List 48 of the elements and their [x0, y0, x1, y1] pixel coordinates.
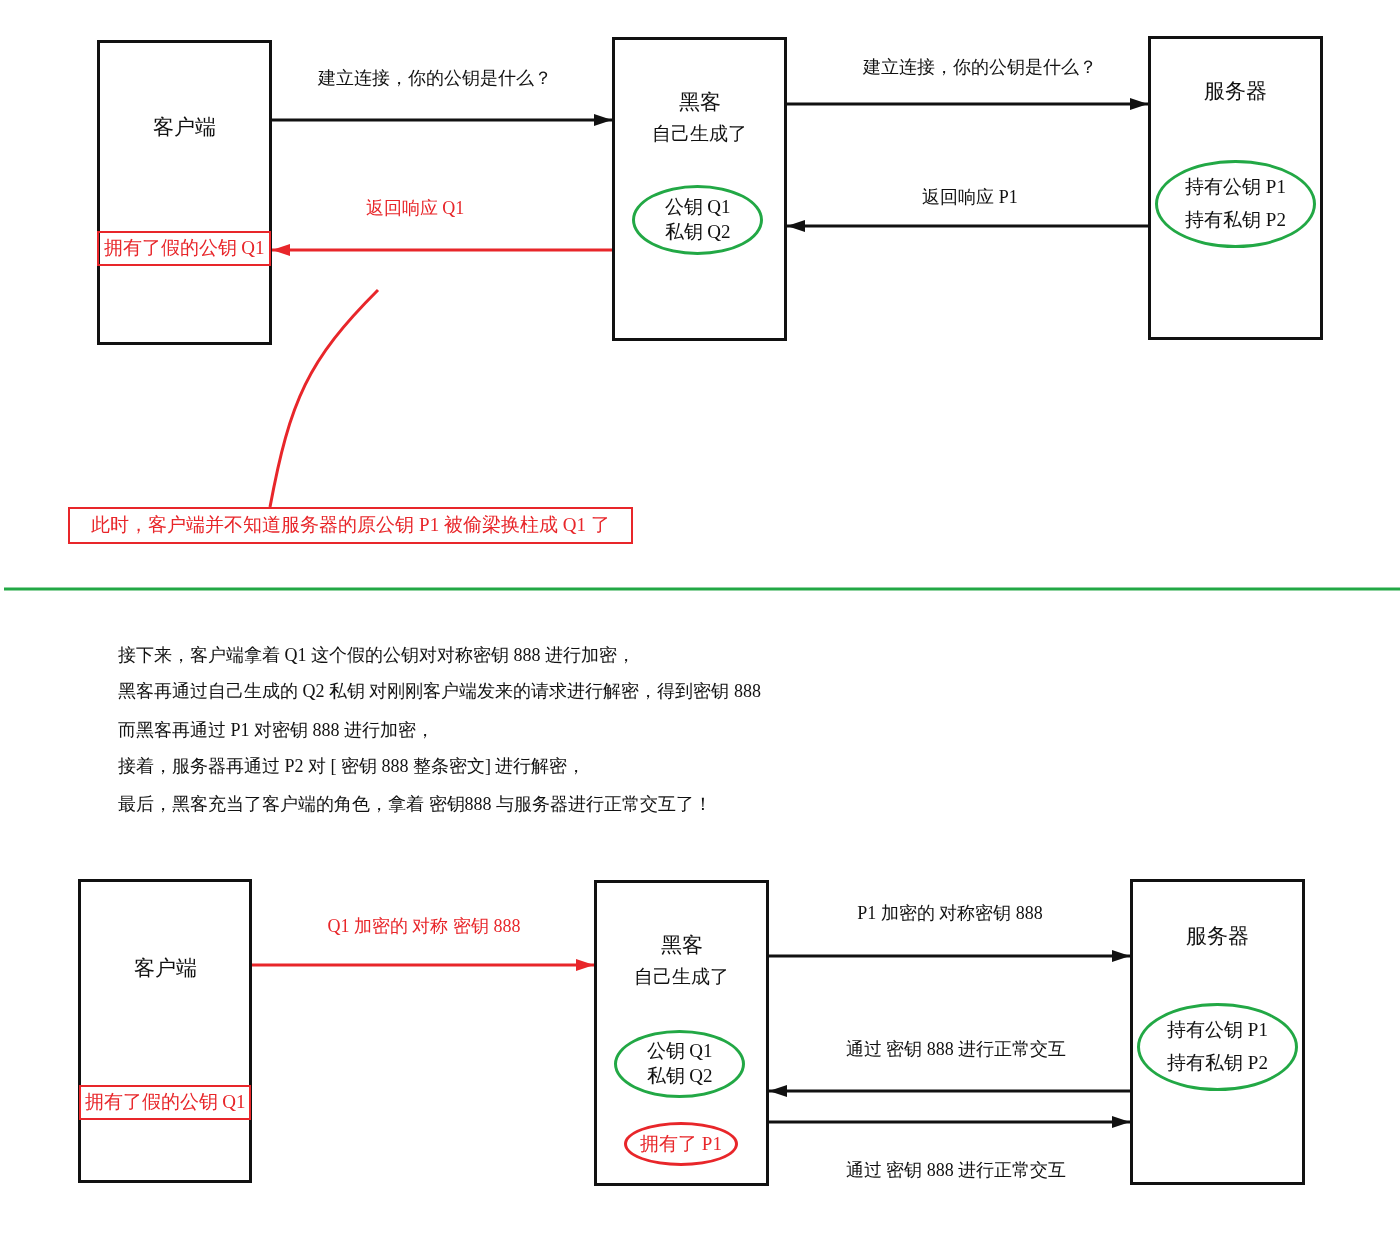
node-title: 客户端	[133, 956, 197, 982]
node-text: 此时，客户端并不知道服务器的原公钥 P1 被偷梁换柱成 Q1 了	[91, 514, 610, 537]
hacker-box	[594, 880, 769, 1186]
node-title: 黑客	[678, 90, 721, 116]
node-title: 黑客	[660, 933, 703, 959]
hacker-box	[612, 37, 787, 341]
node-text: 拥有了假的公钥 Q1	[103, 237, 265, 260]
fake-key-box	[79, 1085, 251, 1120]
node-title: 服务器	[1204, 79, 1267, 105]
arrow	[272, 114, 612, 126]
node-text: 拥有了假的公钥 Q1	[84, 1091, 246, 1114]
note-box	[68, 507, 633, 544]
node-text: 公钥 Q1	[646, 1040, 713, 1063]
node-text: 持有公钥 P1	[1167, 1019, 1268, 1042]
node-subtitle: 自己生成了	[652, 123, 747, 146]
arrow	[272, 244, 612, 256]
key-ellipse	[632, 185, 763, 255]
node-title: 服务器	[1186, 924, 1249, 950]
text-line: 接着，服务器再通过 P2 对 [ 密钥 888 整条密文] 进行解密，	[118, 755, 586, 778]
node-text: 私钥 Q2	[664, 221, 731, 244]
key-ellipse	[1155, 160, 1316, 248]
server-box	[1148, 36, 1323, 340]
node-title: 客户端	[153, 115, 216, 141]
node-text: 私钥 Q2	[646, 1065, 713, 1088]
server-box	[1130, 879, 1305, 1185]
arrow	[769, 1116, 1130, 1128]
node-text: 持有私钥 P2	[1185, 209, 1286, 232]
arrow	[769, 1085, 1130, 1097]
text-line: 最后，黑客充当了客户端的角色，拿着 密钥888 与服务器进行正常交互了！	[118, 793, 712, 816]
arrow	[252, 959, 594, 971]
text-line: 黑客再通过自己生成的 Q2 私钥 对刚刚客户端发来的请求进行解密，得到密钥 888	[118, 680, 761, 703]
key-ellipse	[614, 1030, 745, 1098]
leader-line	[268, 288, 380, 508]
node-subtitle: 自己生成了	[634, 966, 729, 989]
text-line: 而黑客再通过 P1 对密钥 888 进行加密，	[118, 719, 434, 742]
arrow	[787, 220, 1148, 232]
client-box	[97, 40, 272, 345]
arrow	[769, 950, 1130, 962]
node-text: 持有公钥 P1	[1185, 176, 1286, 199]
node-text: 公钥 Q1	[664, 196, 731, 219]
text-line: 接下来，客户端拿着 Q1 这个假的公钥对对称密钥 888 进行加密，	[118, 644, 635, 667]
node-text: 拥有了 P1	[640, 1132, 722, 1156]
node-text: 持有私钥 P2	[1167, 1052, 1268, 1075]
key-ellipse	[1137, 1003, 1298, 1091]
client-box	[78, 879, 252, 1183]
fake-key-box	[97, 231, 271, 266]
key-ellipse	[624, 1122, 738, 1166]
arrow	[787, 98, 1148, 110]
